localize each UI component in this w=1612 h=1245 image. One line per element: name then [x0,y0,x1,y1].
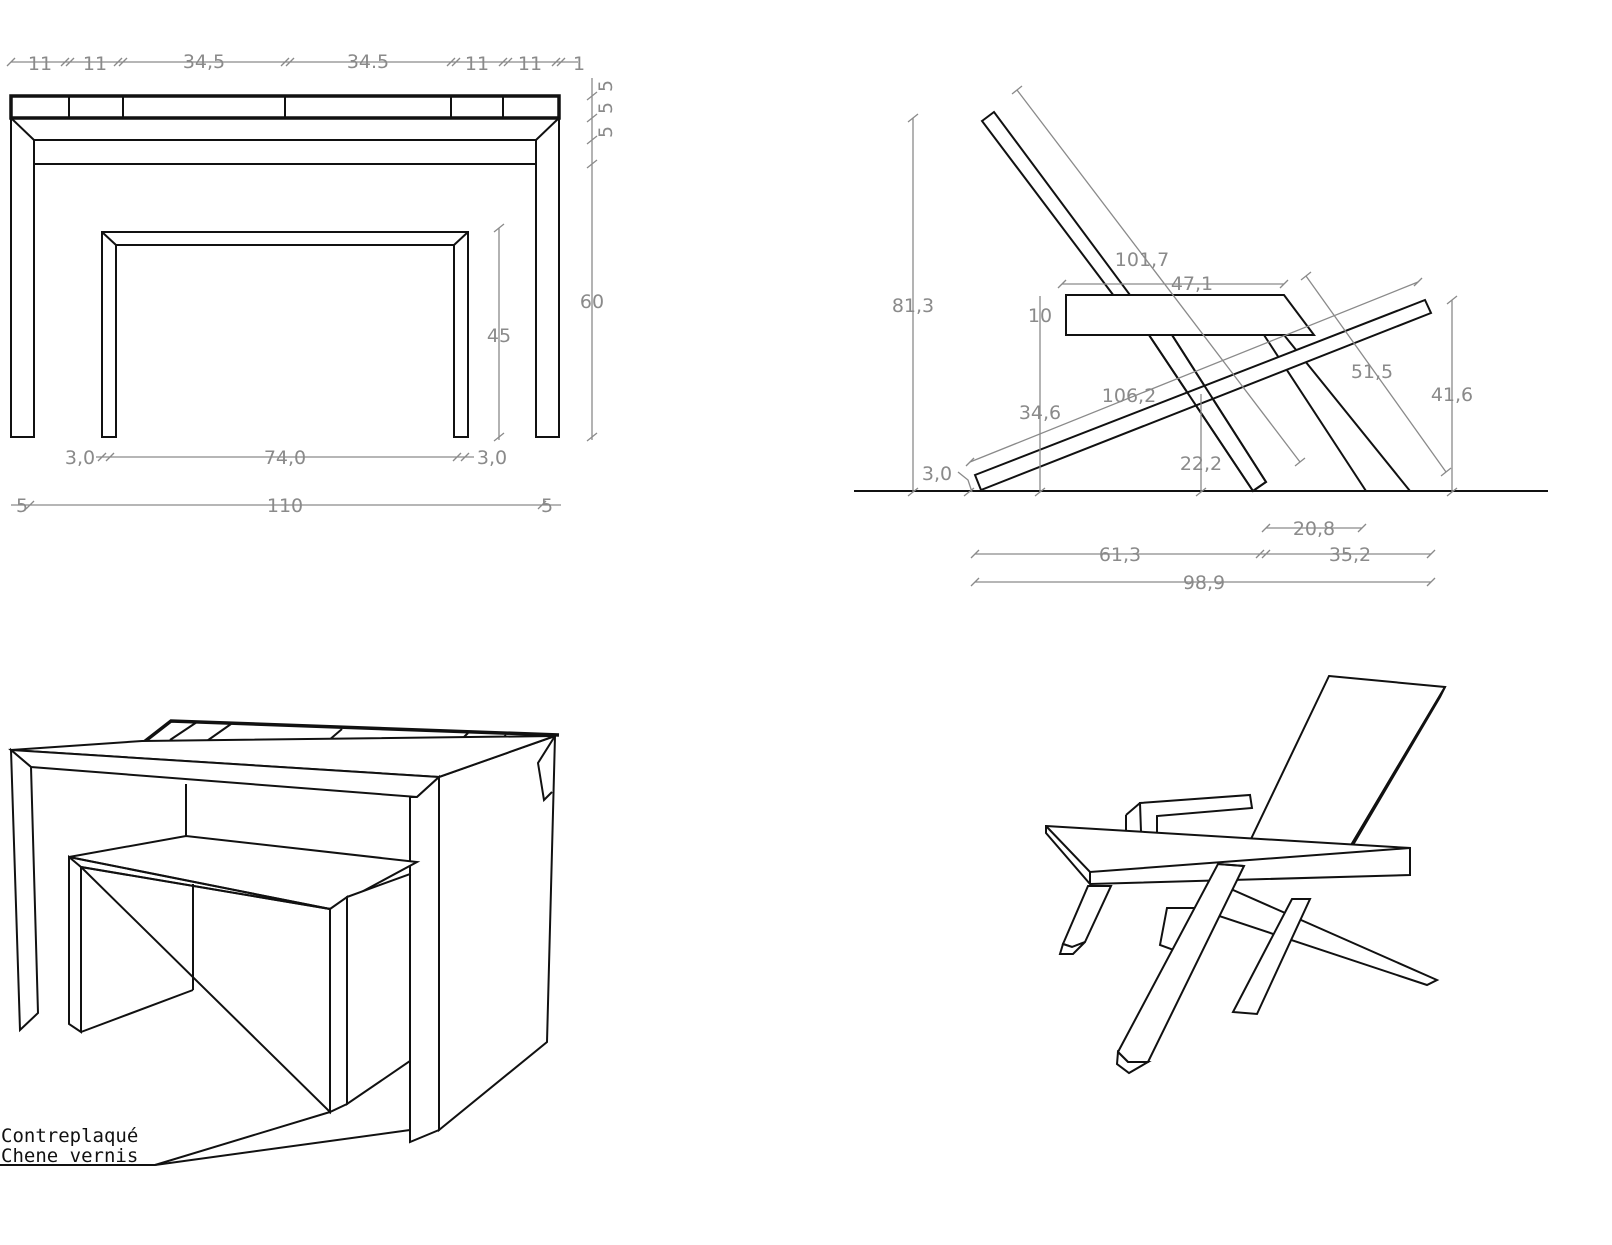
dim-label: 11 [28,53,52,75]
dim-label: 5 [595,102,617,114]
dim-label: 51,5 [1351,361,1393,383]
chair-side-view: 81,3 101,7 47,1 10 34,6 106,2 51,5 41,6 [854,85,1548,594]
front-leg [1262,334,1413,492]
dim-label: 5 [16,495,28,517]
chair-backrest [1238,674,1447,864]
dim-label: 81,3 [892,295,934,317]
dim-label: 3,0 [477,447,507,469]
desk-front-leg [409,774,440,1144]
dim-label: 101,7 [1115,249,1169,271]
desk-body [10,117,560,438]
dim-label: 1 [573,53,585,75]
stool-body [101,231,469,438]
dim-label: 11 [518,53,542,75]
dim-label: 41,6 [1431,384,1473,406]
dim-label: 11 [83,53,107,75]
dim-label: 35,2 [1329,544,1371,566]
dim-label: 61,3 [1099,544,1141,566]
dim-label: 74,0 [264,447,306,469]
ground-rail [973,298,1433,492]
dim-label: 11 [465,53,489,75]
dim-label: 47,1 [1171,273,1213,295]
dim-label: 60 [580,291,604,313]
dim-label: 5 [595,126,617,138]
chair-seat [1045,824,1411,886]
dim-label: 5 [595,80,617,92]
dim-label: 22,2 [1180,453,1222,475]
desk-perspective-view: Contreplaqué Chene vernis [0,719,560,1167]
dim-label: 34,5 [183,51,225,73]
chair-perspective-view [1045,674,1447,1075]
desk-side-panel [438,734,557,1133]
dim-label: 106,2 [1102,385,1156,407]
desk-front-view: 11 11 34,5 34.5 11 11 1 5 5 5 60 45 3,0 … [6,51,617,517]
chair-left-leg [1061,885,1113,949]
dim-label: 34.5 [347,51,389,73]
chair-cross-leg [1231,898,1312,1016]
chair-rail [1192,888,1440,987]
material-label-oak: Chene vernis [1,1145,138,1167]
dim-label: 98,9 [1183,572,1225,594]
dim-label: 5 [541,495,553,517]
dim-label: 45 [487,325,511,347]
dim-label: 3,0 [922,463,952,485]
material-label-plywood: Contreplaqué [1,1125,138,1147]
chair-front-leg [1116,862,1246,1063]
dim-label: 3,0 [65,447,95,469]
dim-label: 20,8 [1293,518,1335,540]
dim-label: 110 [267,495,303,517]
seat-board [1065,294,1316,336]
dim-label: 34,6 [1019,402,1061,424]
desk-left-panel [9,747,40,1033]
